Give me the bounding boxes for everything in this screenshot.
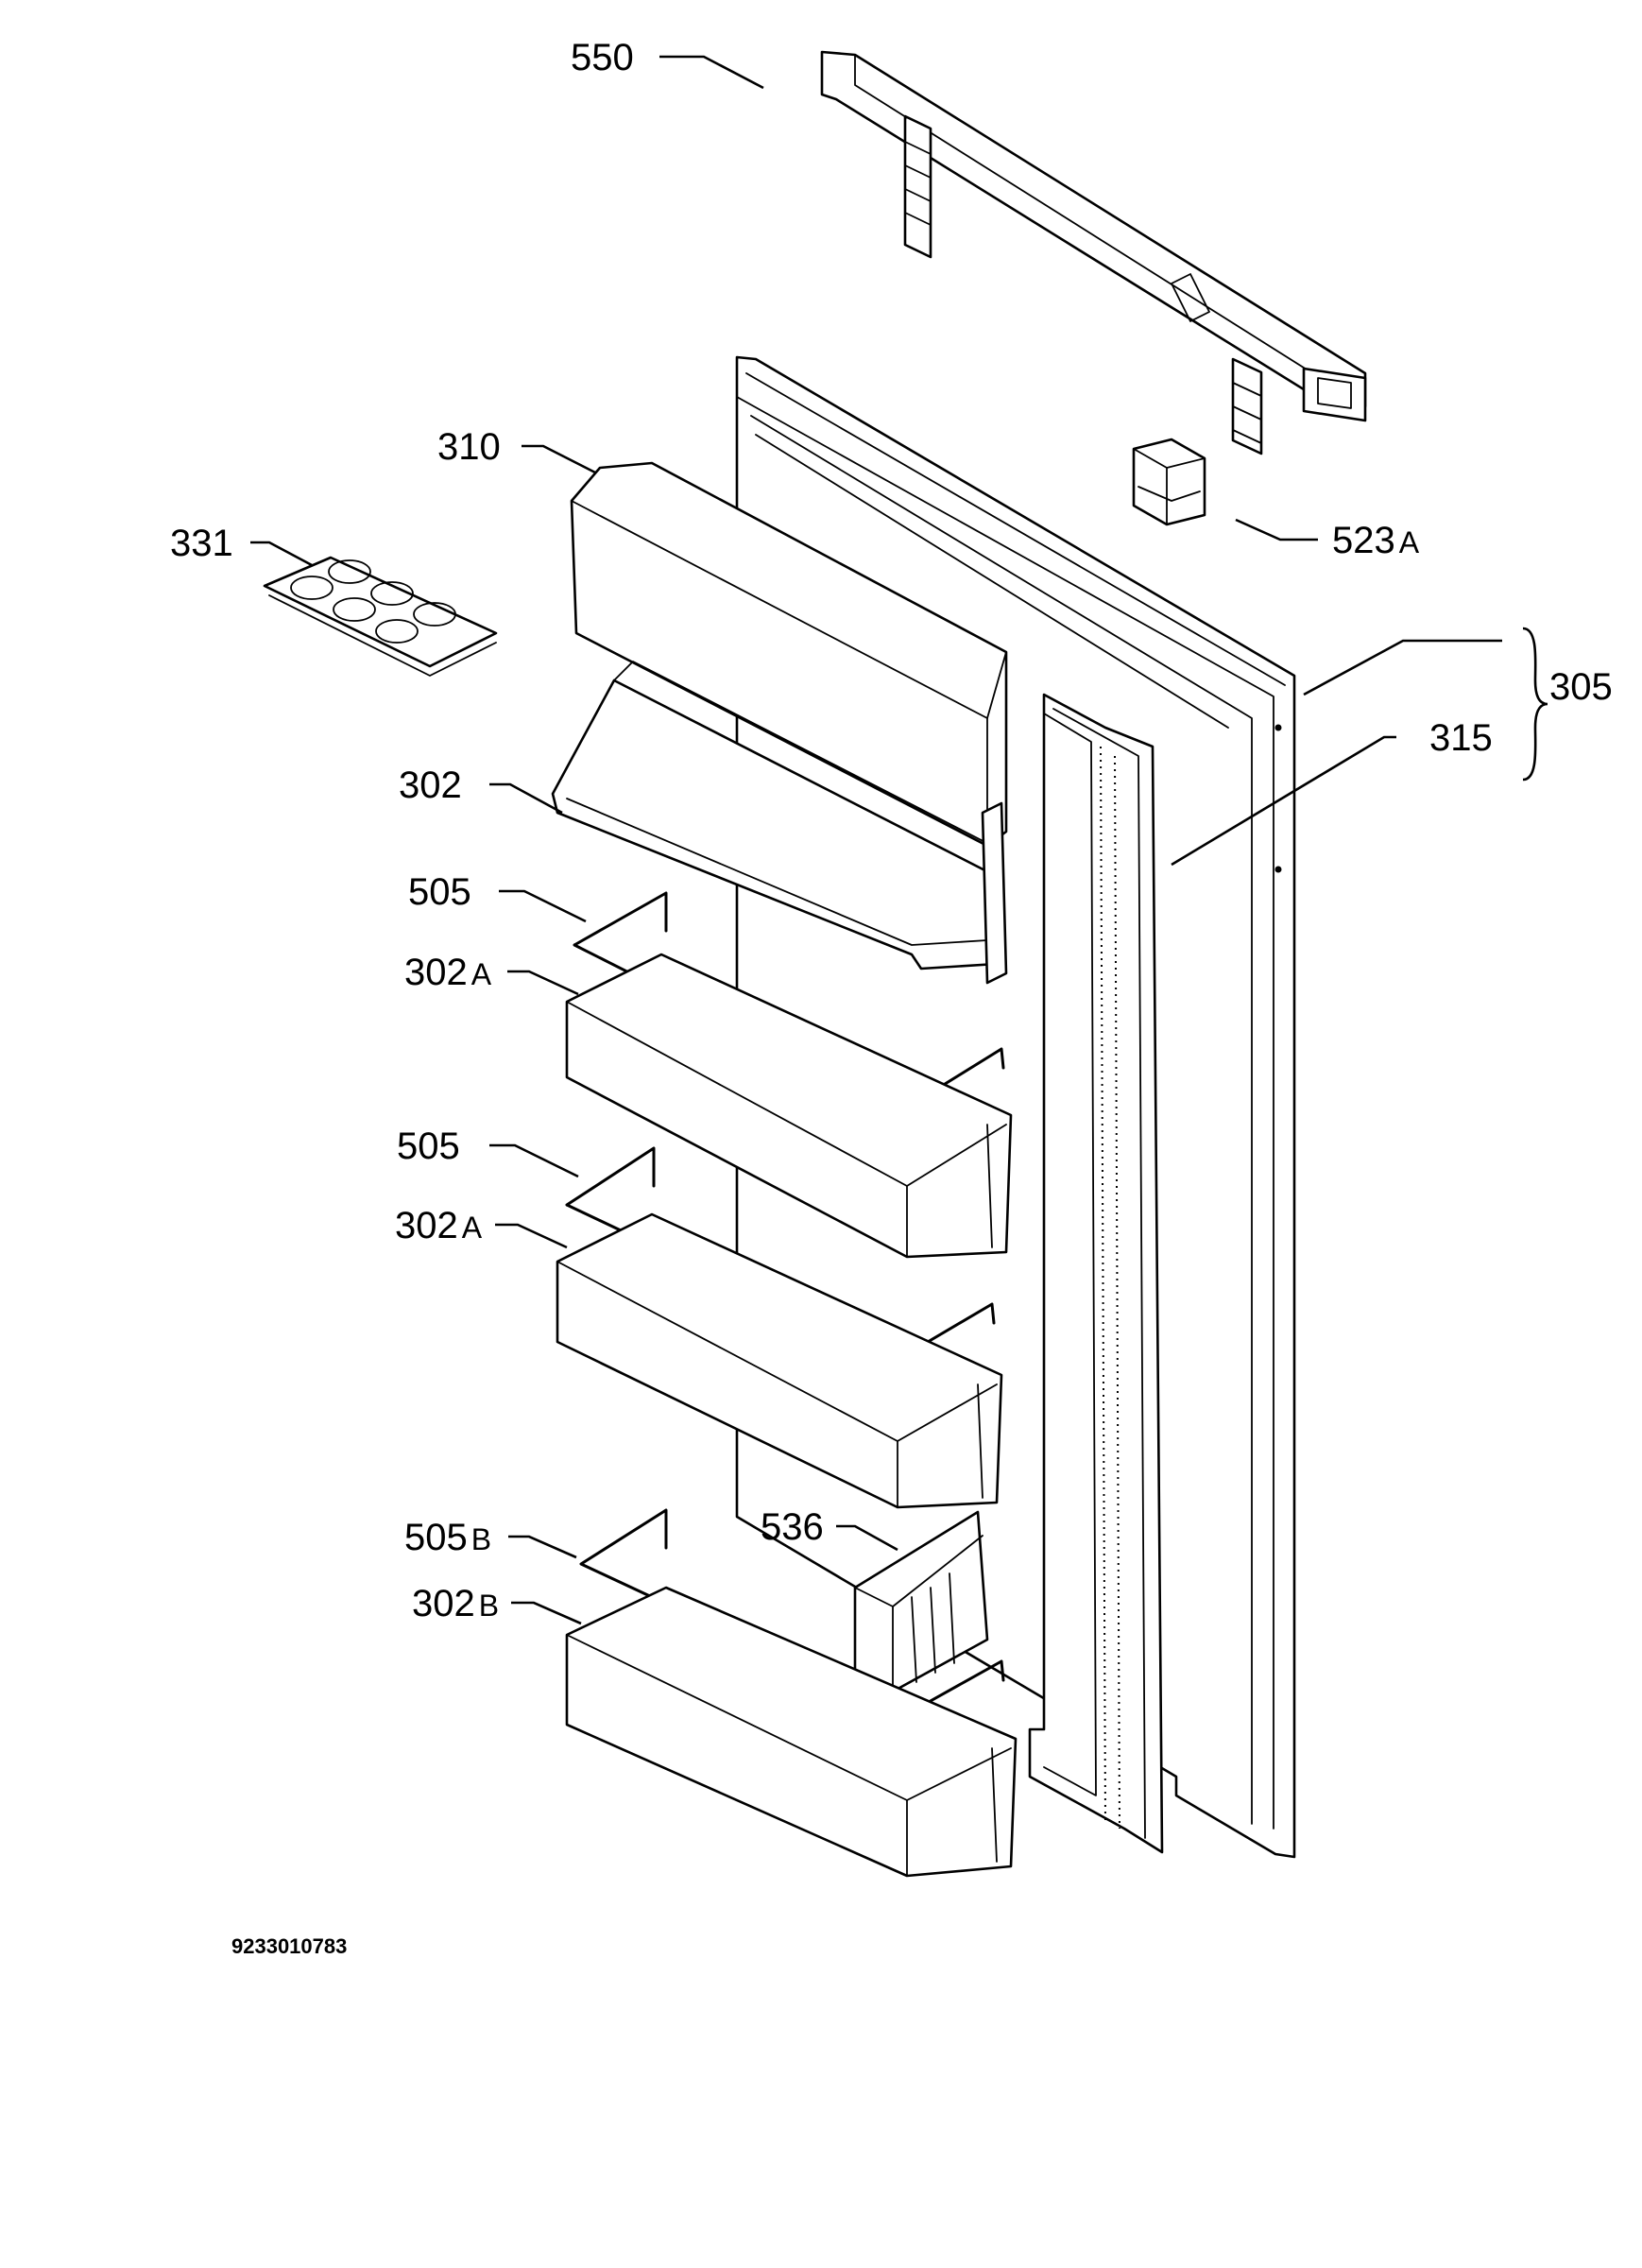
document-number: 9233010783 xyxy=(231,1934,347,1958)
callout-302: 302 xyxy=(399,765,462,806)
part-302-dairy-shelf xyxy=(551,661,1008,985)
callout-number: 302 xyxy=(399,765,462,806)
part-302a-shelf-lower xyxy=(556,1212,1003,1509)
callout-number: 302 xyxy=(412,1583,475,1624)
callout-suffix: B xyxy=(471,1522,491,1556)
callout-suffix: A xyxy=(1399,525,1420,559)
part-302a-shelf-upper xyxy=(565,953,1013,1259)
callout-505-lower: 505 xyxy=(397,1125,460,1167)
callout-550: 550 xyxy=(571,37,634,78)
part-315-door-gasket xyxy=(1028,693,1164,1854)
callout-number: 505 xyxy=(408,871,471,913)
callout-suffix: A xyxy=(471,957,492,991)
callout-number: 550 xyxy=(571,37,634,78)
callout-number: 302 xyxy=(395,1205,458,1246)
part-523a-block xyxy=(1132,438,1206,526)
part-331-egg-tray xyxy=(263,556,498,677)
callout-number: 310 xyxy=(437,426,501,468)
callout-number: 305 xyxy=(1549,666,1613,708)
callout-number: 331 xyxy=(170,523,233,564)
callout-number: 505 xyxy=(404,1517,468,1558)
callout-number: 302 xyxy=(404,952,468,993)
part-550-hinge-cover xyxy=(820,50,1367,455)
callout-305: 305 xyxy=(1549,666,1613,708)
callout-number: 523 xyxy=(1332,520,1395,561)
callout-number: 536 xyxy=(761,1506,824,1548)
leader-lines xyxy=(250,55,1548,1625)
callout-number: 315 xyxy=(1429,717,1493,759)
part-302b-shelf-bottom xyxy=(565,1586,1018,1878)
callout-310: 310 xyxy=(437,426,501,468)
callout-suffix: B xyxy=(479,1589,499,1623)
callout-315: 315 xyxy=(1429,717,1493,759)
part-536-divider xyxy=(853,1510,989,1693)
callout-536: 536 xyxy=(761,1506,824,1548)
callout-number: 505 xyxy=(397,1125,460,1167)
callout-505-upper: 505 xyxy=(408,871,471,913)
callout-suffix: A xyxy=(462,1211,483,1245)
callout-331: 331 xyxy=(170,523,233,564)
